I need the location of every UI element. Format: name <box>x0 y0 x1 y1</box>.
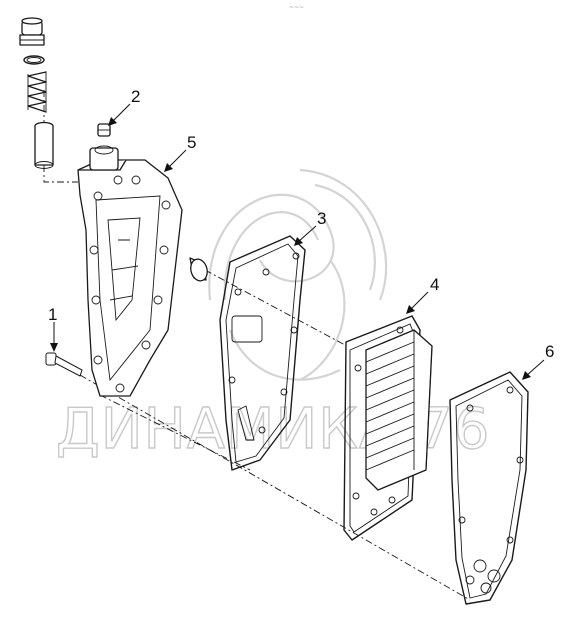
small-plug-part-2 <box>97 123 111 137</box>
callout-1: 1 <box>48 305 57 324</box>
spring <box>27 71 47 113</box>
alignment-axis-lines <box>43 90 471 601</box>
cooler-gasket-part-6 <box>449 371 529 605</box>
callout-2: 2 <box>131 87 140 106</box>
filter-head-housing-part-5 <box>77 145 183 397</box>
callout-3: 3 <box>317 209 326 228</box>
callout-6: 6 <box>545 342 554 361</box>
bushing <box>189 257 208 282</box>
oil-cooler-core-part-4 <box>343 315 433 541</box>
callout-5: 5 <box>187 133 196 152</box>
callout-leaders <box>50 103 545 380</box>
callout-4: 4 <box>430 275 439 294</box>
bolt-part-1 <box>45 352 83 377</box>
logo-swirl-watermark <box>208 168 388 381</box>
header-mark: ~~~ <box>289 4 304 11</box>
piston-sleeve <box>34 121 54 169</box>
plug-cap <box>19 17 45 46</box>
o-ring <box>23 55 45 65</box>
